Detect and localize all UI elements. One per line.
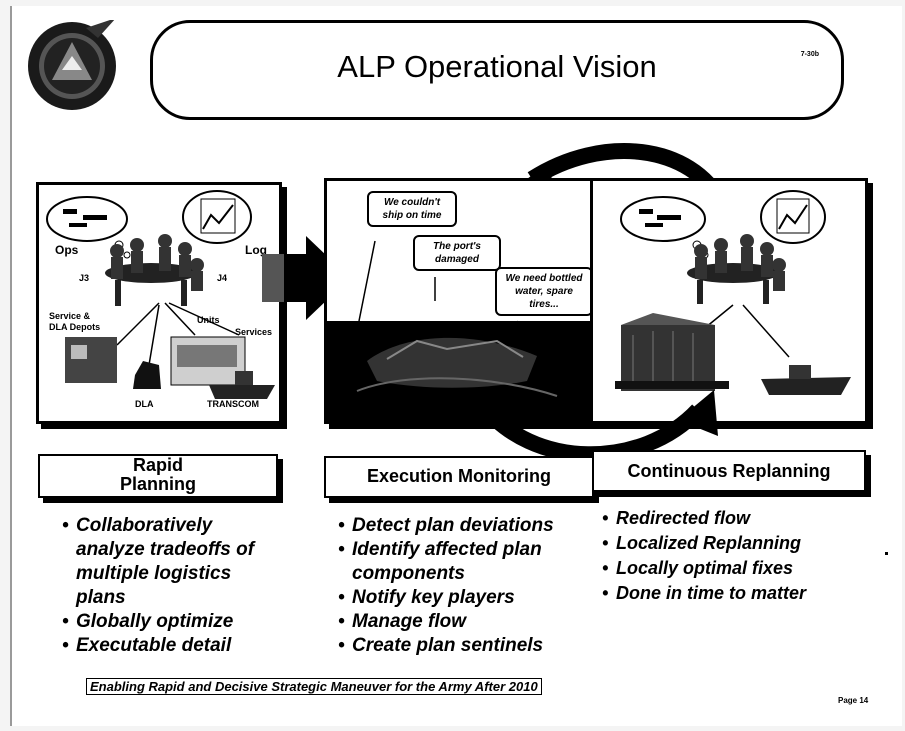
title-box: ALP Operational Vision 7-30b [150, 20, 844, 120]
service-dla-depots-label: Service & DLA Depots [49, 311, 101, 332]
execution-monitoring-header-text: Execution Monitoring [367, 466, 551, 486]
page-number: Page 14 [838, 696, 869, 705]
speech-bubble-ship-late: We couldn't ship on time [367, 191, 457, 227]
continuous-replanning-header-text: Continuous Replanning [627, 461, 831, 481]
list-item: Executable detail [62, 634, 282, 658]
execution-monitoring-header: Execution Monitoring [324, 456, 594, 498]
slide-reference: 7-30b [800, 51, 819, 58]
j3-label: J3 [79, 273, 90, 283]
transcom-label: TRANSCOM [207, 399, 259, 409]
list-item: Locally optimal fixes [602, 556, 872, 581]
speech-bubble-supplies-needed: We need bottled water, spare tires... [495, 267, 593, 316]
execution-monitoring-list: Detect plan deviations Identify affected… [338, 514, 586, 658]
units-label: Units [197, 315, 220, 325]
list-item: Collaboratively analyze tradeoffs of mul… [62, 514, 282, 610]
rapid-planning-header-line2: Planning [120, 474, 196, 494]
footer-tagline: Enabling Rapid and Decisive Strategic Ma… [86, 678, 542, 695]
list-item: Identify affected plan components [338, 538, 586, 586]
rapid-planning-header-line1: Rapid [132, 455, 183, 475]
rapid-planning-header: Rapid Planning [38, 454, 278, 498]
dla-label: DLA [135, 399, 154, 409]
planning-illustration [46, 190, 275, 399]
log-label: Log [245, 243, 267, 257]
services-label: Services [235, 327, 273, 337]
slide: ALP Operational Vision 7-30b [10, 6, 902, 726]
rapid-planning-list: Collaboratively analyze tradeoffs of mul… [62, 514, 282, 658]
army-seal-logo [28, 20, 116, 110]
ops-label: Ops [55, 243, 79, 257]
list-item: Globally optimize [62, 610, 282, 634]
list-item: Redirected flow [602, 506, 872, 531]
list-item: Done in time to matter [602, 581, 872, 606]
continuous-replanning-panel [590, 178, 868, 424]
cycle-arrow-bottom [475, 390, 718, 463]
speech-bubble-port-damaged: The port's damaged [413, 235, 501, 271]
list-item: Manage flow [338, 610, 586, 634]
list-item: Notify key players [338, 586, 586, 610]
continuous-replanning-header: Continuous Replanning [592, 450, 866, 492]
stray-mark [885, 552, 888, 555]
rapid-planning-panel: Ops Log J3 J4 Service & DLA Depots Units… [36, 182, 282, 424]
flow-arrow-right [262, 236, 350, 320]
replanning-illustration [615, 190, 851, 395]
execution-illustration [327, 240, 595, 421]
execution-monitoring-panel: We couldn't ship on time The port's dama… [324, 178, 598, 424]
j4-label: J4 [217, 273, 228, 283]
page-title: ALP Operational Vision [337, 49, 657, 84]
list-item: Create plan sentinels [338, 634, 586, 658]
list-item: Detect plan deviations [338, 514, 586, 538]
continuous-replanning-list: Redirected flow Localized Replanning Loc… [602, 506, 872, 606]
list-item: Localized Replanning [602, 531, 872, 556]
